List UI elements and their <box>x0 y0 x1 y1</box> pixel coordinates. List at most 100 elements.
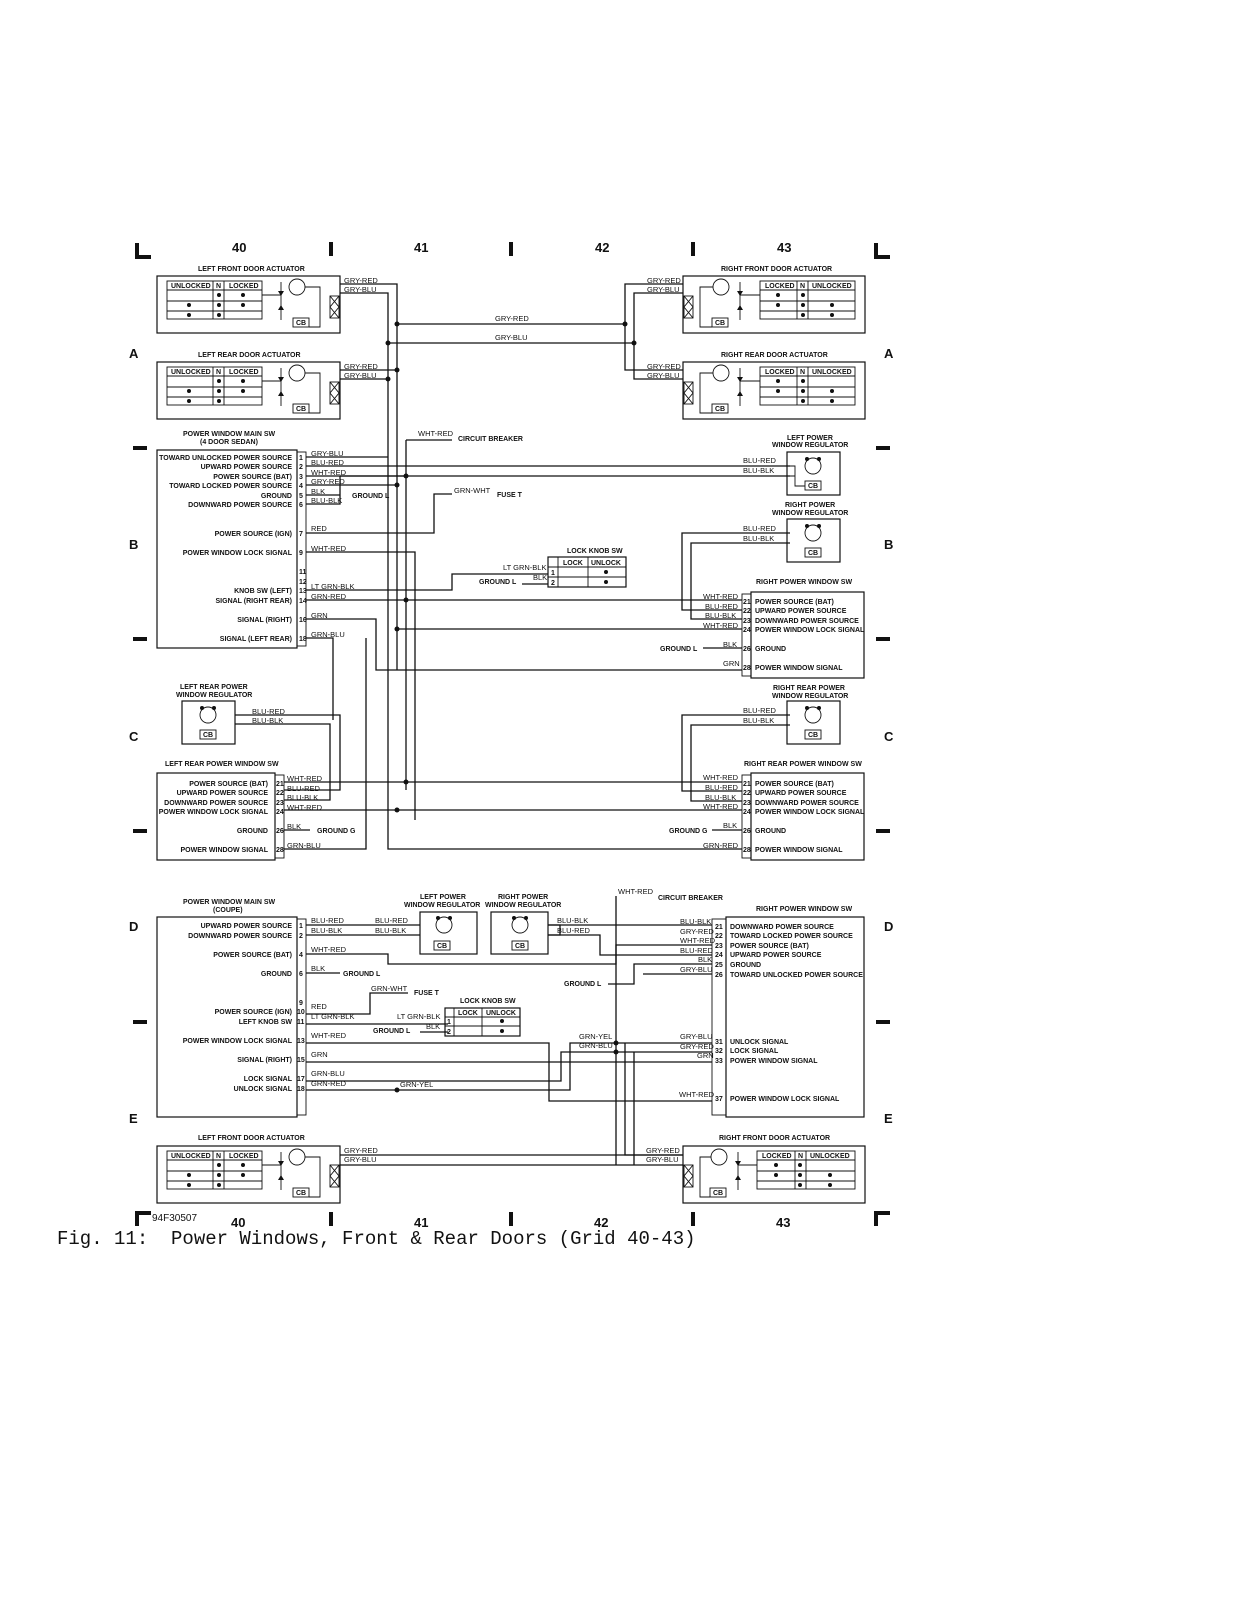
svg-text:GRN-RED: GRN-RED <box>311 1079 347 1088</box>
svg-text:5: 5 <box>299 493 303 500</box>
rpws-ground-l: GROUND L <box>660 646 698 653</box>
svg-text:RIGHT REAR POWER: RIGHT REAR POWER <box>773 685 845 692</box>
svg-text:WHT-RED: WHT-RED <box>679 1090 715 1099</box>
svg-text:UNLOCKED: UNLOCKED <box>812 283 852 290</box>
grid-row-d-left: D <box>129 919 138 934</box>
svg-text:28: 28 <box>276 847 284 854</box>
svg-text:10: 10 <box>297 1009 305 1016</box>
svg-text:WHT-RED: WHT-RED <box>311 544 347 553</box>
svg-text:RED: RED <box>311 1002 327 1011</box>
svg-text:GRY-BLU: GRY-BLU <box>680 1032 713 1041</box>
coupe-cb-wht-red: WHT-RED <box>618 887 654 896</box>
grid-col-43-top: 43 <box>777 240 791 255</box>
svg-text:RIGHT REAR POWER WINDOW SW: RIGHT REAR POWER WINDOW SW <box>744 761 862 768</box>
svg-text:POWER WINDOW LOCK SIGNAL: POWER WINDOW LOCK SIGNAL <box>183 550 293 557</box>
svg-text:TOWARD LOCKED POWER SOURCE: TOWARD LOCKED POWER SOURCE <box>730 933 853 940</box>
svg-text:POWER SOURCE (BAT): POWER SOURCE (BAT) <box>755 599 834 606</box>
lpwr-blu-red: BLU-RED <box>743 456 777 465</box>
svg-text:11: 11 <box>299 569 307 576</box>
svg-text:14: 14 <box>299 598 307 605</box>
svg-text:9: 9 <box>299 550 303 557</box>
rr-gry-red-label: GRY-RED <box>647 362 681 371</box>
rf-gry-blu-label: GRY-BLU <box>647 285 680 294</box>
row-a-wiring <box>340 283 683 670</box>
svg-text:LOCK SIGNAL: LOCK SIGNAL <box>244 1076 293 1083</box>
svg-text:18: 18 <box>297 1086 305 1093</box>
svg-text:CB: CB <box>515 943 525 950</box>
svg-text:WHT-RED: WHT-RED <box>703 621 739 630</box>
lrpwr-wire-down <box>235 723 331 801</box>
svg-text:24: 24 <box>276 809 284 816</box>
svg-text:13: 13 <box>297 1038 305 1045</box>
coupe-rpws-ground-l: GROUND L <box>564 981 602 988</box>
svg-text:POWER SOURCE (BAT): POWER SOURCE (BAT) <box>213 952 292 959</box>
svg-text:4: 4 <box>299 952 303 959</box>
rrpwr-blu-red: BLU-RED <box>743 706 777 715</box>
svg-text:RED: RED <box>311 524 327 533</box>
svg-text:LOCK KNOB SW: LOCK KNOB SW <box>460 998 516 1005</box>
svg-text:POWER WINDOW LOCK SIGNAL: POWER WINDOW LOCK SIGNAL <box>183 1038 293 1045</box>
coupe-grn-wht: GRN-WHT <box>371 984 408 993</box>
grid-row-a-left: A <box>129 346 139 361</box>
svg-text:LEFT POWER: LEFT POWER <box>787 435 833 442</box>
svg-text:GRN-BLU: GRN-BLU <box>287 841 321 850</box>
svg-text:LOCKED: LOCKED <box>765 283 795 290</box>
grid-row-b-right: B <box>884 537 893 552</box>
svg-text:WINDOW REGULATOR: WINDOW REGULATOR <box>485 902 561 909</box>
svg-text:GROUND: GROUND <box>261 971 292 978</box>
svg-text:N: N <box>800 369 805 376</box>
rrpwr-wire-down <box>690 724 790 802</box>
svg-text:GRY-BLU: GRY-BLU <box>311 449 344 458</box>
right-rear-door-actuator: RIGHT REAR DOOR ACTUATOR LOCKED N UNLOCK… <box>682 352 866 420</box>
lrpwr-blu-red: BLU-RED <box>252 707 286 716</box>
svg-text:LT GRN-BLK: LT GRN-BLK <box>311 1012 354 1021</box>
lf-gry-blu-label: GRY-BLU <box>344 285 377 294</box>
svg-text:BLU-BLK: BLU-BLK <box>680 917 711 926</box>
right-rear-power-window-regulator: RIGHT REAR POWER WINDOW REGULATOR CB <box>772 685 848 745</box>
svg-text:DOWNWARD POWER SOURCE: DOWNWARD POWER SOURCE <box>730 924 834 931</box>
svg-text:21: 21 <box>715 924 723 931</box>
svg-text:N: N <box>216 369 221 376</box>
svg-text:7: 7 <box>299 531 303 538</box>
svg-text:22: 22 <box>743 608 751 615</box>
svg-text:POWER SOURCE (IGN): POWER SOURCE (IGN) <box>215 531 292 538</box>
junction-lock <box>394 807 400 813</box>
svg-text:WHT-RED: WHT-RED <box>703 773 739 782</box>
svg-text:BLU-RED: BLU-RED <box>680 946 714 955</box>
svg-text:4: 4 <box>299 483 303 490</box>
grid-row-c-left: C <box>129 729 139 744</box>
svg-text:25: 25 <box>715 962 723 969</box>
lrpws-ground-g: GROUND G <box>317 828 356 835</box>
svg-text:DOWNWARD POWER SOURCE: DOWNWARD POWER SOURCE <box>755 618 859 625</box>
svg-text:33: 33 <box>715 1058 723 1065</box>
svg-text:UPWARD POWER SOURCE: UPWARD POWER SOURCE <box>177 790 269 797</box>
svg-text:BLU-RED: BLU-RED <box>287 784 321 793</box>
svg-text:WHT-RED: WHT-RED <box>680 936 716 945</box>
svg-text:2: 2 <box>299 464 303 471</box>
svg-text:LOCKED: LOCKED <box>762 1153 792 1160</box>
svg-text:UPWARD POWER SOURCE: UPWARD POWER SOURCE <box>201 923 293 930</box>
svg-text:POWER SOURCE (BAT): POWER SOURCE (BAT) <box>730 943 809 950</box>
svg-text:BLU-RED: BLU-RED <box>311 916 345 925</box>
sedan-fuse-grn-wht: GRN-WHT <box>454 486 491 495</box>
svg-text:CB: CB <box>203 732 213 739</box>
left-front-door-actuator: LEFT FRONT DOOR ACTUATOR UNLOCKED N LOCK… <box>156 266 341 334</box>
grid-col-40-bottom: 40 <box>231 1215 245 1230</box>
svg-text:GRY-RED: GRY-RED <box>680 1042 714 1051</box>
main-sw-coupe: POWER WINDOW MAIN SW (COUPE) UPWARD POWE… <box>156 899 354 1118</box>
svg-text:POWER WINDOW SIGNAL: POWER WINDOW SIGNAL <box>181 847 269 854</box>
coupe-wiring <box>306 896 712 1165</box>
svg-text:RIGHT REAR DOOR ACTUATOR: RIGHT REAR DOOR ACTUATOR <box>721 352 828 359</box>
svg-text:6: 6 <box>299 502 303 509</box>
grid-col-43-bottom: 43 <box>776 1215 790 1230</box>
rpwr-wire-up <box>681 532 790 611</box>
coupe-lf-gry-red: GRY-RED <box>344 1146 378 1155</box>
svg-text:31: 31 <box>715 1039 723 1046</box>
svg-text:UNLOCKED: UNLOCKED <box>171 369 211 376</box>
svg-text:GRN: GRN <box>311 1050 328 1059</box>
svg-text:CB: CB <box>715 406 725 413</box>
svg-text:LEFT REAR POWER WINDOW SW: LEFT REAR POWER WINDOW SW <box>165 761 279 768</box>
grid-col-42-bottom: 42 <box>594 1215 608 1230</box>
svg-text:BLK: BLK <box>698 955 712 964</box>
svg-text:N: N <box>798 1153 803 1160</box>
